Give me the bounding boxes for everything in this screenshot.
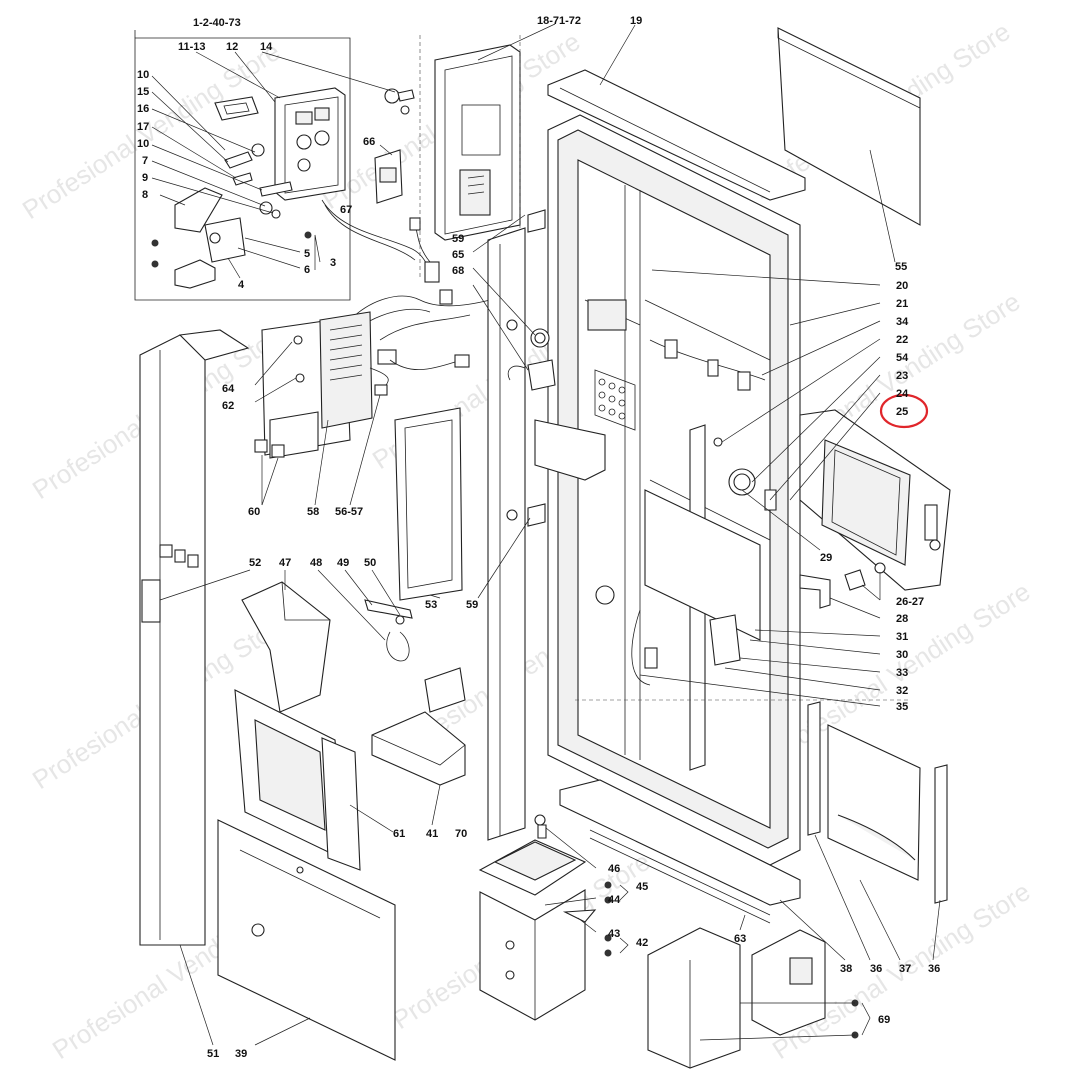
cable-harness-67 <box>321 199 491 371</box>
label-59: 59 <box>452 233 464 245</box>
label-7: 7 <box>142 155 148 167</box>
label-1-2-40-73: 1-2-40-73 <box>193 17 241 29</box>
delivery-hatch-36-38 <box>807 701 948 961</box>
label-5: 5 <box>304 248 310 260</box>
label-59: 59 <box>466 599 478 611</box>
label-3: 3 <box>330 257 336 269</box>
label-66: 66 <box>363 136 375 148</box>
label-45: 45 <box>636 881 648 893</box>
label-16: 16 <box>137 103 149 115</box>
label-25: 25 <box>896 406 908 418</box>
label-70: 70 <box>455 828 467 840</box>
vertical-column-70 <box>487 209 606 841</box>
coin-bracket-48-50 <box>317 569 413 662</box>
label-47: 47 <box>279 557 291 569</box>
label-35: 35 <box>896 701 908 713</box>
label-69: 69 <box>878 1014 890 1026</box>
label-42: 42 <box>636 937 648 949</box>
label-18-71-72: 18-71-72 <box>537 15 581 27</box>
tray-41 <box>371 667 466 826</box>
label-36: 36 <box>928 963 940 975</box>
top-rail-19 <box>547 24 806 201</box>
label-50: 50 <box>364 557 376 569</box>
label-10: 10 <box>137 69 149 81</box>
label-32: 32 <box>896 685 908 697</box>
label-62: 62 <box>222 400 234 412</box>
label-68: 68 <box>452 265 464 277</box>
display-panel-18-71-72 <box>419 23 556 280</box>
label-24: 24 <box>896 388 909 400</box>
label-60: 60 <box>248 506 260 518</box>
label-34: 34 <box>896 316 909 328</box>
label-20: 20 <box>896 280 908 292</box>
label-51: 51 <box>207 1048 219 1060</box>
outer-door-51 <box>139 329 251 1046</box>
label-56-57: 56-57 <box>335 506 363 518</box>
highlight-callout-25 <box>879 393 929 429</box>
label-12: 12 <box>226 41 238 53</box>
label-17: 17 <box>137 121 149 133</box>
coin-chute-47 <box>241 570 331 713</box>
control-board-58 <box>254 214 536 506</box>
label-36: 36 <box>870 963 882 975</box>
label-33: 33 <box>896 667 908 679</box>
label-31: 31 <box>896 631 908 643</box>
label-8: 8 <box>142 189 148 201</box>
label-28: 28 <box>896 613 908 625</box>
label-65: 65 <box>452 249 464 261</box>
card-reader-66 <box>374 144 403 204</box>
part-labels: 1-2-40-73 11-13 12 14 10 15 16 17 10 7 9… <box>137 15 940 1060</box>
label-53: 53 <box>425 599 437 611</box>
right-leaders <box>639 269 881 707</box>
label-23: 23 <box>896 370 908 382</box>
bottom-panel-39 <box>217 819 396 1061</box>
label-39: 39 <box>235 1048 247 1060</box>
label-21: 21 <box>896 298 908 310</box>
label-44: 44 <box>608 894 621 906</box>
label-54: 54 <box>896 352 909 364</box>
label-41: 41 <box>426 828 438 840</box>
label-6: 6 <box>304 264 310 276</box>
label-67: 67 <box>340 204 352 216</box>
label-52: 52 <box>249 557 261 569</box>
label-38: 38 <box>840 963 852 975</box>
cash-box-42 <box>478 814 629 1021</box>
label-63: 63 <box>734 933 746 945</box>
label-15: 15 <box>137 86 149 98</box>
mounting-plate-53 <box>394 407 531 601</box>
label-61: 61 <box>393 828 405 840</box>
label-29: 29 <box>820 552 832 564</box>
label-30: 30 <box>896 649 908 661</box>
coin-mechanism-group <box>134 30 415 301</box>
label-26-27: 26-27 <box>896 596 924 608</box>
label-9: 9 <box>142 172 148 184</box>
frame-61 <box>234 689 394 871</box>
label-55: 55 <box>895 261 907 273</box>
label-22: 22 <box>896 334 908 346</box>
label-64: 64 <box>222 383 235 395</box>
bottom-rail-63 <box>559 779 846 961</box>
bins-69 <box>647 927 871 1069</box>
label-48: 48 <box>310 557 322 569</box>
label-46: 46 <box>608 863 620 875</box>
label-4: 4 <box>238 279 245 291</box>
back-plate-55 <box>777 27 921 263</box>
label-10: 10 <box>137 138 149 150</box>
coin-return-door <box>764 409 951 609</box>
label-43: 43 <box>608 928 620 940</box>
label-58: 58 <box>307 506 319 518</box>
label-49: 49 <box>337 557 349 569</box>
label-19: 19 <box>630 15 642 27</box>
label-11-13: 11-13 <box>178 41 206 53</box>
label-14: 14 <box>260 41 273 53</box>
label-37: 37 <box>899 963 911 975</box>
